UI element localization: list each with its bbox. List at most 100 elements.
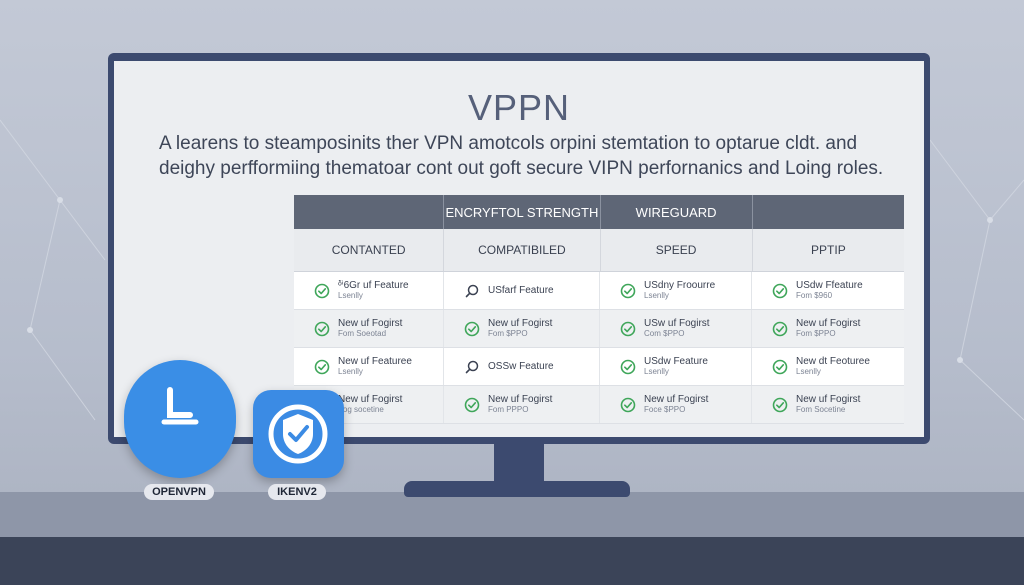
feature-subtitle: Lsenlly [338,290,363,300]
table-cell: USfarf Feature [444,272,600,309]
feature-text: OSSw Feature [488,360,554,372]
check-circle-icon [620,359,636,375]
feature-title: USw uf Fogirst [644,317,710,329]
feature-title: New uf Fogirst [644,393,709,405]
openvpn-glyph-icon [161,387,199,425]
comparison-table: ENCRYFTOL STRENGTH WIREGUARD CONTANTED C… [294,195,904,424]
monitor-stand-base [404,481,630,497]
feature-title: New dt Feoturee [796,355,870,367]
feature-title: New uf Fogirst [796,317,861,329]
search-icon [464,359,480,375]
openvpn-label: OPENVPN [144,484,214,500]
table-header-cell: WIREGUARD [601,195,753,229]
check-circle-icon [772,321,788,337]
feature-text: USfarf Feature [488,284,554,296]
feature-title: ᵟⁱ6Gr uf Feature [338,279,409,291]
feature-title: New uf Fogirst [488,317,553,329]
feature-subtitle: Com $PPO [644,328,685,338]
check-circle-icon [464,397,480,413]
feature-title: OSSw Feature [488,360,554,372]
feature-subtitle: Lsenlly [796,366,821,376]
check-circle-icon [772,397,788,413]
feature-title: New uf Fogirst [338,393,403,405]
check-circle-icon [464,321,480,337]
table-subheader-cell: PPTIP [811,243,846,257]
monitor-stand-neck [494,444,544,484]
feature-subtitle: Fom Socetine [796,404,846,414]
ikev2-logo [253,390,344,478]
table-subheader-cell: CONTANTED [294,229,445,271]
check-circle-icon [314,283,330,299]
table-header-cell: ENCRYFTOL STRENGTH [444,195,601,229]
feature-subtitle: Fom $960 [796,290,833,300]
table-header-row: ENCRYFTOL STRENGTH WIREGUARD [294,195,904,229]
monitor-screen: VPPN A learens to steamposinits ther VPN… [114,61,924,437]
feature-title: USdw Ffeature [796,279,863,291]
openvpn-logo [124,360,236,478]
page-description: A learens to steamposinits ther VPN amot… [159,133,884,179]
check-circle-icon [314,321,330,337]
check-circle-icon [772,359,788,375]
check-circle-icon [772,283,788,299]
feature-subtitle: Fom Soeotad [338,328,387,338]
table-subheader-cell: COMPATIBILED [444,229,601,271]
shield-check-icon [268,404,328,464]
ikev2-label: IKENV2 [268,484,326,500]
feature-title: New uf Fogirst [488,393,553,405]
feature-title: New uf Fogirst [796,393,861,405]
desk-front [0,537,1024,585]
feature-subtitle: Lsenlly [338,366,363,376]
feature-subtitle: Fog socetine [338,404,384,414]
table-subheader-row: CONTANTED COMPATIBILED SPEED PPTIP [294,229,904,272]
check-circle-icon [314,359,330,375]
feature-subtitle: Lsenlly [644,366,669,376]
feature-title: New uf Fogirst [338,317,403,329]
feature-subtitle: Fom $PPO [488,328,528,338]
table-header-cell [294,195,445,229]
search-icon [464,283,480,299]
feature-title: USfarf Feature [488,284,554,296]
check-circle-icon [620,397,636,413]
feature-subtitle: Lsenlly [644,290,669,300]
check-circle-icon [620,321,636,337]
feature-title: USdw Feature [644,355,708,367]
page-title: VPPN [467,87,571,128]
table-cell: OSSw Feature [444,348,600,385]
table-subheader-cell: SPEED [601,229,753,271]
check-circle-icon [620,283,636,299]
table-header-cell [753,195,904,229]
feature-subtitle: Foce $PPO [644,404,686,414]
feature-subtitle: Fom $PPO [796,328,836,338]
